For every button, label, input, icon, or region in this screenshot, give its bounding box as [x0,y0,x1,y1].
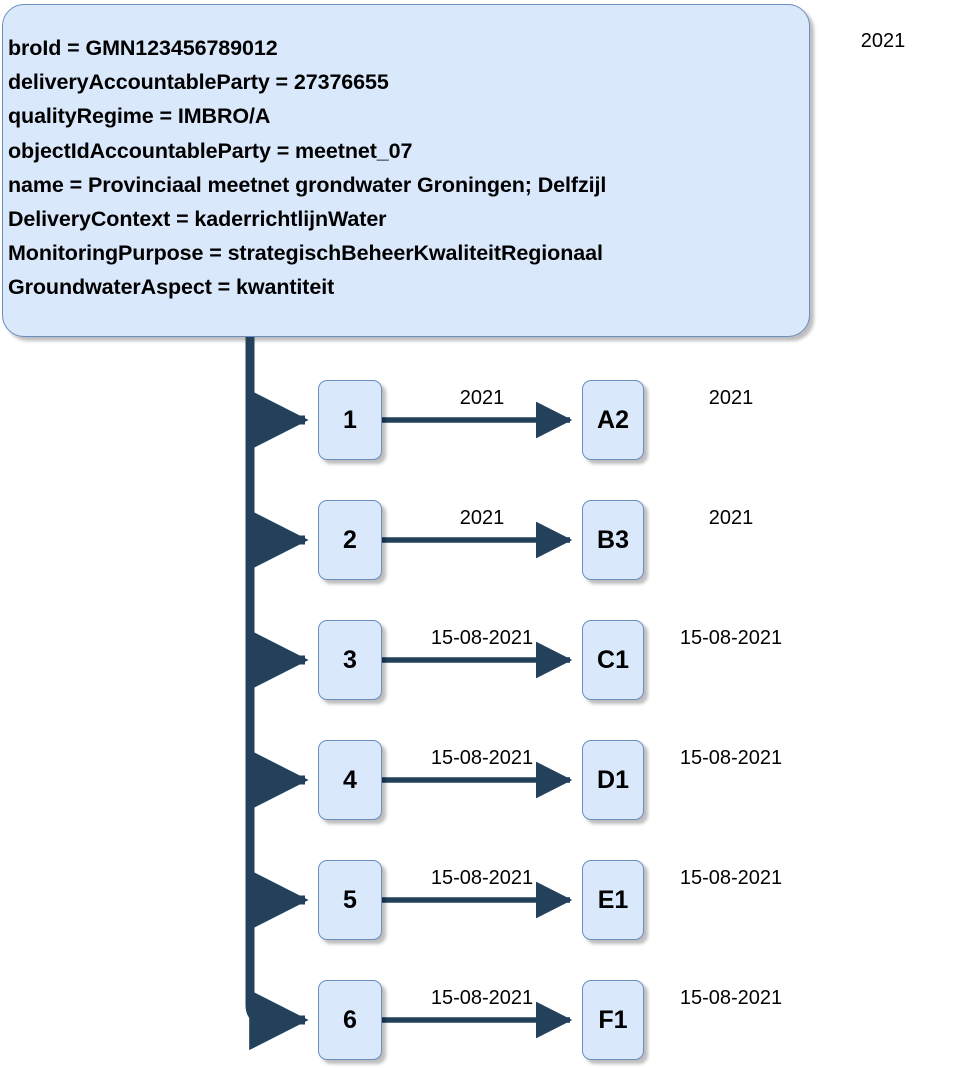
node-left-3[interactable]: 3 [318,620,382,700]
tail-label-6: 15-08-2021 [679,987,783,1009]
edge-label-2: 2021 [459,507,505,529]
edge-label-5: 15-08-2021 [430,867,534,889]
edge-label-1: 2021 [459,387,505,409]
attribute-name: name = Provinciaal meetnet grondwater Gr… [8,172,607,197]
node-left-4[interactable]: 4 [318,740,382,820]
branch-arrow-3 [245,629,309,691]
tail-label-3: 15-08-2021 [679,627,783,649]
node-right-4[interactable]: D1 [582,740,644,820]
node-right-3[interactable]: C1 [582,620,644,700]
tail-label-5: 15-08-2021 [679,867,783,889]
attribute-list: broId = GMN123456789012 deliveryAccounta… [8,31,801,305]
attribute-broid: broId = GMN123456789012 [8,36,278,60]
tail-label-4: 15-08-2021 [679,747,783,769]
attribute-delivery-context: DeliveryContext = kaderrichtlijnWater [8,207,387,232]
branch-arrow-2 [245,509,309,571]
node-right-2[interactable]: B3 [582,500,644,580]
node-right-6[interactable]: F1 [582,980,644,1060]
node-right-5[interactable]: E1 [582,860,644,940]
branch-arrow-4 [245,749,309,811]
edge-label-6: 15-08-2021 [430,987,534,1009]
node-right-1[interactable]: A2 [582,380,644,460]
branch-arrow-6 [245,989,309,1051]
attribute-groundwater-aspect: GroundwaterAspect = kwantiteit [8,275,335,300]
node-left-1[interactable]: 1 [318,380,382,460]
edge-label-4: 15-08-2021 [430,747,534,769]
attribute-delivery-accountable-party: deliveryAccountableParty = 27376655 [8,70,389,95]
node-left-5[interactable]: 5 [318,860,382,940]
branch-arrow-1 [245,389,309,451]
edge-label-3: 15-08-2021 [430,627,534,649]
attribute-monitoring-purpose: MonitoringPurpose = strategischBeheerKwa… [8,241,603,266]
branch-arrow-5 [245,869,309,931]
node-left-2[interactable]: 2 [318,500,382,580]
header-year-label: 2021 [860,30,906,52]
monitoring-network-attribute-box[interactable]: broId = GMN123456789012 deliveryAccounta… [2,4,810,337]
attribute-object-id-accountable-party: objectIdAccountableParty = meetnet_07 [8,138,413,163]
tail-label-2: 2021 [708,507,754,529]
tail-label-1: 2021 [708,387,754,409]
attribute-quality-regime: qualityRegime = IMBRO/A [8,104,271,129]
node-left-6[interactable]: 6 [318,980,382,1060]
